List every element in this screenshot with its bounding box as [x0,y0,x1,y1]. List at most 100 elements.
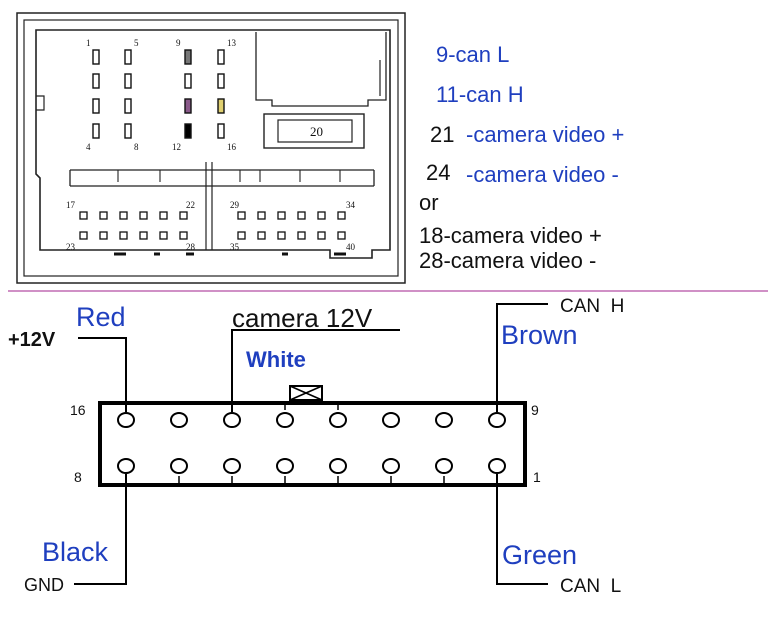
pin-label-35: 35 [230,242,240,252]
pin-24 [99,231,108,240]
pin-11 [382,412,400,428]
pin-legend: 9-can L 11-can H 21 -camera video + 24 -… [419,42,624,273]
pin-9-can-l [184,49,192,65]
legend-pin24-number: 24 [426,160,450,185]
pin-11-can-h [184,98,192,114]
connector-top [16,12,406,284]
pin-8-black [117,458,135,474]
pin-16 [217,123,225,139]
connector-top-edge-left [36,95,45,111]
wire-black-leader [74,474,127,585]
pin-5 [124,49,132,65]
legend-pin21-number: 21 [430,122,454,147]
connector-bottom-pins-bottom-row [117,458,506,474]
pin-34 [337,211,346,220]
connector-top-pin-labels: 1 5 9 13 4 8 12 16 20 17 22 29 34 23 28 … [66,38,356,252]
pin-3 [92,98,100,114]
pin-label-20: 20 [310,124,323,139]
pin-23 [79,231,88,240]
pin-32 [297,211,306,220]
connector-top-latch-rail [69,169,375,187]
pin-column-1 [92,49,100,139]
pin-19 [119,211,128,220]
legend-can-l: 9-can L [436,42,509,67]
pin-14-white [223,412,241,428]
pin-40 [337,231,346,240]
pin-3 [382,458,400,474]
pin-4 [329,458,347,474]
pin-label-1: 1 [86,38,91,48]
pin-6 [223,458,241,474]
pin-2 [435,458,453,474]
wire-can-l-signal: CAN L [560,576,621,597]
legend-pin28: 28-camera video - [419,248,596,273]
wire-brown-color: Brown [501,320,578,350]
pin-25 [119,231,128,240]
pin-31 [277,211,286,220]
wire-gnd-signal: GND [24,575,64,595]
connector-top-right-block [255,32,387,107]
pin-39 [317,231,326,240]
pin-label-13: 13 [227,38,237,48]
connector-bottom: 16 9 8 1 [70,385,541,487]
connector-bottom-pin-numbers: 16 9 8 1 [70,402,541,485]
connector-bottom-body [98,401,527,487]
pin-label-22: 22 [186,200,195,210]
connector-top-pin20-inner [277,119,353,143]
legend-pin24-text: -camera video - [466,162,619,187]
pin-36 [257,231,266,240]
wire-green-leader [496,474,548,585]
pin-7 [170,458,188,474]
connector-top-latch-tabs [117,170,341,182]
pin-label-28: 28 [186,242,196,252]
pin-10 [184,73,192,89]
pin-label-40: 40 [346,242,356,252]
wire-can-h-signal: CAN H [560,296,624,317]
pin-2 [92,73,100,89]
pin-label-4: 4 [86,142,91,152]
connector-top-lower-pins [79,211,346,240]
pin-label-5: 5 [134,38,139,48]
pin-38 [297,231,306,240]
pin-7 [124,98,132,114]
pin-35 [237,231,246,240]
wire-white-leader [231,329,400,412]
pin-column-3 [184,49,192,139]
pin-17 [79,211,88,220]
pin-20b [139,211,148,220]
pin-15 [170,412,188,428]
pin-label-29: 29 [230,200,240,210]
pin-label-23: 23 [66,242,76,252]
connector-bottom-pin-stems [178,404,445,484]
pin-5 [276,458,294,474]
pin-label-16: 16 [227,142,237,152]
connector-top-housing [35,29,391,259]
connector-top-divider [205,162,213,250]
pin-22 [179,211,188,220]
pin-12 [184,123,192,139]
connector-bottom-latch-x [289,385,323,401]
pin-8 [124,123,132,139]
pin-number-16: 16 [70,402,86,418]
pin-column-4 [217,49,225,139]
legend-can-h: 11-can H [436,82,524,107]
wire-labels: Red +12V camera 12V White Brown CAN H Bl… [8,296,624,597]
legend-or: or [419,190,439,215]
pin-label-17: 17 [66,200,76,210]
pin-13 [276,412,294,428]
pin-15 [217,98,225,114]
wire-camera-signal: camera 12V [232,303,373,333]
legend-pin18: 18-camera video + [419,223,602,248]
wire-brown-leader [496,303,548,412]
pin-14 [217,73,225,89]
pin-12 [329,412,347,428]
pin-column-2 [124,49,132,139]
connector-top-pin20-housing [263,113,365,149]
pin-1 [92,49,100,65]
pin-label-9: 9 [176,38,181,48]
wire-white-color: White [246,347,306,372]
pin-6 [124,73,132,89]
pin-30 [257,211,266,220]
pin-29 [237,211,246,220]
